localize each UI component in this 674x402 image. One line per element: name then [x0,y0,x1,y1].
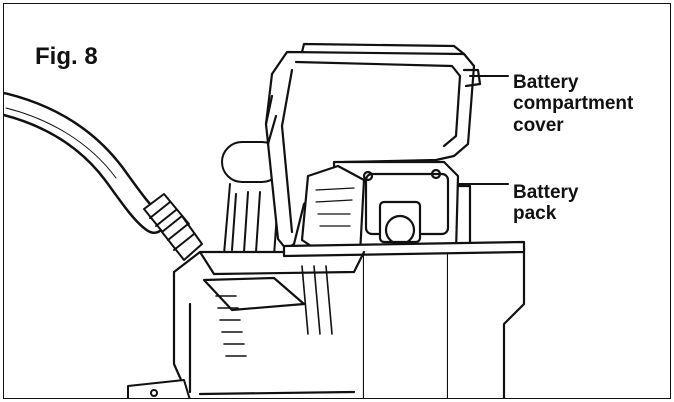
callout-cover-line: compartment [513,93,634,115]
battery-compartment-illustration [4,42,526,398]
figure-frame: Fig. 8 Battery compartment cover Battery… [3,3,671,399]
callout-cover-line: Battery [513,72,579,93]
battery-pack [300,160,472,258]
hose [4,92,166,234]
figure-title: Fig. 8 [35,43,98,70]
callout-pack-line: pack [513,203,557,225]
base-bracket [127,379,191,398]
hose-coupling [143,193,203,261]
callout-pack-line: Battery [513,182,579,203]
callout-cover-line: cover [513,114,564,136]
leader-lines [457,75,509,185]
callout-battery-pack: Battery pack [513,182,578,225]
pump-housing [172,240,526,398]
callout-battery-compartment-cover: Battery compartment cover [513,72,633,136]
